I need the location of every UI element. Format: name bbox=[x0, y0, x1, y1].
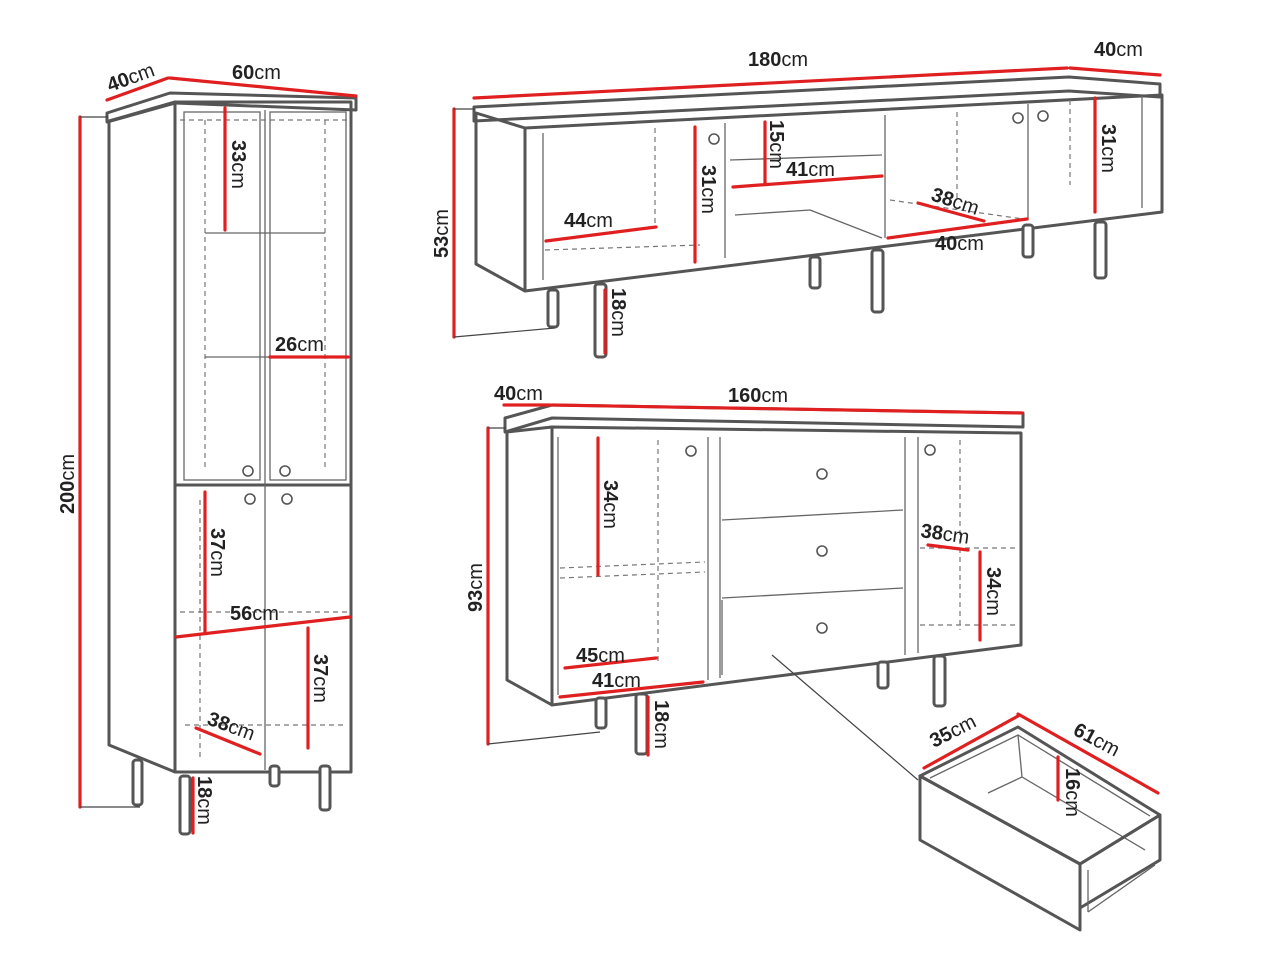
tall-cabinet-leg bbox=[178, 774, 192, 836]
tv-stand-front bbox=[523, 93, 1164, 293]
sideboard-left-bottom-label: 41cm bbox=[592, 670, 641, 692]
tall-cabinet-leg bbox=[268, 764, 281, 788]
tall-leg-label: 18cm bbox=[193, 776, 215, 825]
sideboard-leg bbox=[932, 654, 947, 708]
tv-left-width-label: 44cm bbox=[564, 210, 613, 232]
tall-inner-depth-label: 38cm bbox=[204, 708, 257, 745]
tv-stand-leg bbox=[546, 288, 560, 329]
tv-stand-leg bbox=[1093, 220, 1108, 280]
tall-lower-gap-label: 37cm bbox=[206, 528, 228, 577]
sideboard-width-label: 160cm bbox=[728, 385, 788, 407]
tv-stand bbox=[452, 66, 1164, 359]
sideboard-leg bbox=[634, 692, 649, 756]
sideboard-height-label: 93cm bbox=[465, 563, 487, 612]
sideboard-leg-label: 18cm bbox=[650, 700, 672, 749]
tv-depth-label: 40cm bbox=[1094, 39, 1143, 61]
tall-shelf-depth-label: 26cm bbox=[275, 334, 324, 356]
tv-stand-leg bbox=[1021, 223, 1035, 259]
tv-width-label: 180cm bbox=[748, 49, 808, 71]
tv-stand-leg bbox=[808, 255, 822, 290]
tv-stand-leg bbox=[870, 248, 885, 314]
tv-right-height-label: 31cm bbox=[1097, 124, 1119, 173]
sideboard-left-shelf-label: 45cm bbox=[576, 645, 625, 667]
sideboard-side bbox=[505, 425, 554, 707]
sideboard-leg bbox=[594, 696, 608, 730]
sideboard-right-depth-label: 38cm bbox=[919, 520, 971, 549]
tv-leg-label: 18cm bbox=[607, 288, 629, 337]
sideboard-right-lower-label: 34cm bbox=[982, 567, 1004, 616]
drawer bbox=[918, 712, 1162, 932]
tall-upper-gap-label: 33cm bbox=[227, 140, 249, 189]
dimension-labels: 40cm 60cm 200cm 33cm 26cm 37cm 56cm 37cm… bbox=[57, 39, 1143, 825]
drawer-height-label: 16cm bbox=[1061, 768, 1083, 817]
tv-right-width-label: 40cm bbox=[935, 233, 984, 255]
tv-stand-top bbox=[472, 75, 1162, 123]
tall-cabinet-top bbox=[105, 91, 358, 124]
drawer-depth-label: 35cm bbox=[926, 711, 980, 753]
tv-niche-width-label: 41cm bbox=[786, 159, 835, 181]
sideboard-depth-label: 40cm bbox=[494, 383, 543, 405]
tv-height-label: 53cm bbox=[431, 209, 453, 258]
tall-cabinet-leg bbox=[131, 758, 144, 807]
sideboard-left-upper-label: 34cm bbox=[599, 480, 621, 529]
tall-inner-width-label: 56cm bbox=[230, 603, 279, 625]
sideboard bbox=[486, 403, 1025, 781]
tv-stand-side bbox=[474, 111, 527, 293]
drawer-side bbox=[1078, 813, 1162, 910]
tall-cabinet-side bbox=[107, 100, 177, 774]
tall-width-label: 60cm bbox=[232, 62, 281, 84]
tv-left-height-label: 31cm bbox=[697, 165, 719, 214]
sideboard-leg bbox=[876, 660, 890, 690]
tall-cabinet bbox=[78, 76, 358, 836]
drawer-front bbox=[918, 774, 1082, 932]
tall-cabinet-front bbox=[173, 100, 353, 774]
tv-niche-height-label: 15cm bbox=[765, 120, 787, 169]
sideboard-front bbox=[550, 425, 1023, 707]
drawer-width-label: 61cm bbox=[1070, 719, 1124, 761]
tall-height-label: 200cm bbox=[57, 454, 79, 514]
tall-cabinet-leg bbox=[318, 764, 332, 812]
tall-lower-gap-2-label: 37cm bbox=[309, 654, 331, 703]
